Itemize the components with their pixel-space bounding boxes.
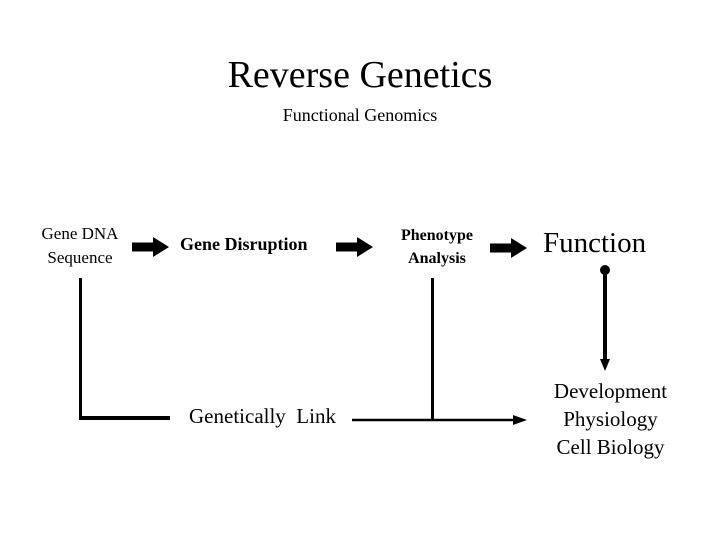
outcomes-label: Development Physiology Cell Biology <box>528 377 693 461</box>
node-gene-disruption-label: Gene Disruption <box>180 234 308 254</box>
node-gene-dna-sequence-line2: Sequence <box>47 248 113 267</box>
connector-line-left-horizontal <box>79 416 170 420</box>
dot-line-arrow-down-icon <box>600 265 610 371</box>
slide-subtitle: Functional Genomics <box>282 105 438 125</box>
thin-arrow-right-icon <box>352 415 527 425</box>
node-function-label: Function <box>543 227 647 259</box>
outcomes-line-cell-biology: Cell Biology <box>556 435 665 459</box>
node-phenotype-analysis: Phenotype Analysis <box>388 224 486 270</box>
block-arrow-right-icon <box>336 237 373 257</box>
slide-title: Reverse Genetics <box>227 54 493 96</box>
outcomes-line-development: Development <box>553 379 668 403</box>
node-gene-dna-sequence: Gene DNA Sequence <box>15 222 145 270</box>
node-gene-disruption: Gene Disruption <box>180 233 330 255</box>
node-phenotype-analysis-line2: Analysis <box>408 250 466 267</box>
connector-line-gene-dna-down <box>79 278 82 417</box>
block-arrow-right-icon <box>490 238 527 258</box>
genetically-link-label: Genetically Link <box>189 404 336 428</box>
block-arrow-right-icon <box>132 237 169 257</box>
node-function: Function <box>543 227 683 259</box>
connector-line-phenotype-down <box>431 278 434 421</box>
node-gene-dna-sequence-line1: Gene DNA <box>41 224 119 243</box>
outcomes-line-physiology: Physiology <box>563 407 658 431</box>
node-phenotype-analysis-line1: Phenotype <box>401 227 473 244</box>
